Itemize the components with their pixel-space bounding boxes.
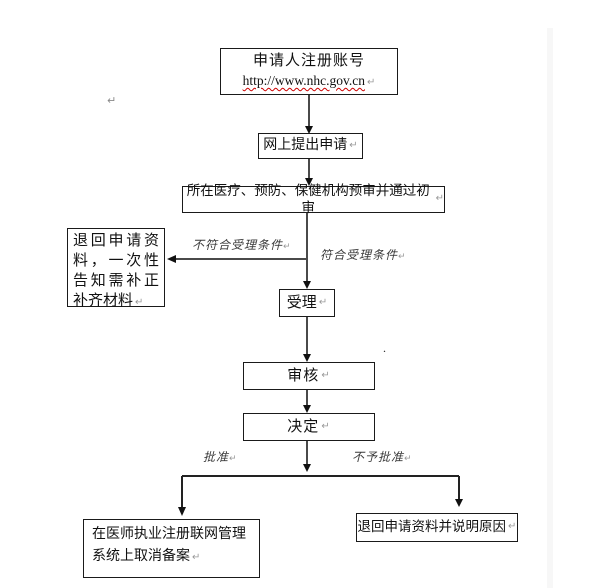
paragraph-mark: ↵ — [229, 454, 238, 464]
stray-paragraph-mark: ↵ — [107, 94, 117, 107]
meet-text: 符合受理条件 — [320, 248, 399, 262]
paragraph-mark: ↵ — [435, 193, 444, 205]
node-review: 审核↵ — [243, 362, 375, 390]
paragraph-mark: ↵ — [404, 454, 413, 464]
edge-branch-not-meet — [167, 255, 307, 263]
approved-text: 批准 — [203, 450, 230, 464]
paragraph-mark: ↵ — [283, 242, 292, 252]
stray-dot-mark: . — [383, 341, 386, 355]
return-supplement-label: 退回申请资料，一次性告知需补正补齐材料 — [73, 233, 159, 309]
edge-prereview-to-accept — [303, 213, 311, 289]
edge-accept-to-review — [303, 317, 311, 362]
accept-label: 受理 — [286, 294, 317, 311]
page-edge-shade — [547, 28, 553, 588]
edge-review-to-decision — [303, 390, 311, 413]
edge-register-to-apply — [305, 95, 313, 134]
paragraph-mark: ↵ — [135, 297, 144, 308]
node-cancel-record: 在医师执业注册联网管理系统上取消备案↵ — [83, 519, 260, 578]
node-return-supplement: 退回申请资料，一次性告知需补正补齐材料↵ — [67, 228, 165, 309]
pre-review-label: 所在医疗、预防、保健机构预审并通过初审 — [186, 182, 430, 215]
cancel-record-label: 在医师执业注册联网管理系统上取消备案 — [92, 527, 246, 564]
register-title: 申请人注册账号 — [252, 53, 365, 70]
edge-not-approved-down — [455, 476, 463, 507]
not-approved-text: 不予批准 — [352, 450, 405, 464]
apply-online-label: 网上提出申请 — [263, 138, 348, 154]
paragraph-mark: ↵ — [318, 296, 328, 308]
paragraph-mark: ↵ — [321, 369, 331, 381]
node-register-account: 申请人注册账号 http://www.nhc.gov.cn↵ — [220, 48, 398, 95]
paragraph-mark: ↵ — [321, 420, 331, 432]
decision-label: 决定 — [287, 418, 320, 435]
register-url-line: http://www.nhc.gov.cn↵ — [243, 71, 376, 91]
paragraph-mark: ↵ — [366, 76, 376, 88]
return-reason-label: 退回申请资料并说明原因 — [357, 519, 507, 535]
node-apply-online: 网上提出申请↵ — [258, 133, 363, 159]
paragraph-mark: ↵ — [398, 252, 407, 262]
node-pre-review: 所在医疗、预防、保健机构预审并通过初审 ↵ — [182, 183, 445, 215]
node-return-reason: 退回申请资料并说明原因↵ — [356, 513, 518, 542]
node-accept: 受理↵ — [279, 289, 335, 317]
edge-label-not-approved: 不予批准↵ — [352, 448, 413, 465]
review-label: 审核 — [287, 367, 320, 384]
edge-apply-to-prereview — [305, 159, 313, 186]
paragraph-mark: ↵ — [192, 552, 201, 563]
register-url: http://www.nhc.gov.cn — [242, 72, 365, 88]
node-decision: 决定↵ — [243, 413, 375, 441]
edge-label-meet: 符合受理条件↵ — [320, 246, 407, 263]
paragraph-mark: ↵ — [349, 139, 358, 151]
edge-approved-down — [178, 476, 186, 516]
paragraph-mark: ↵ — [508, 521, 517, 533]
edge-decision-to-split — [303, 441, 311, 472]
edge-label-not-meet: 不符合受理条件↵ — [192, 236, 292, 253]
edge-label-approved: 批准↵ — [203, 448, 238, 465]
not-meet-text: 不符合受理条件 — [192, 238, 284, 252]
